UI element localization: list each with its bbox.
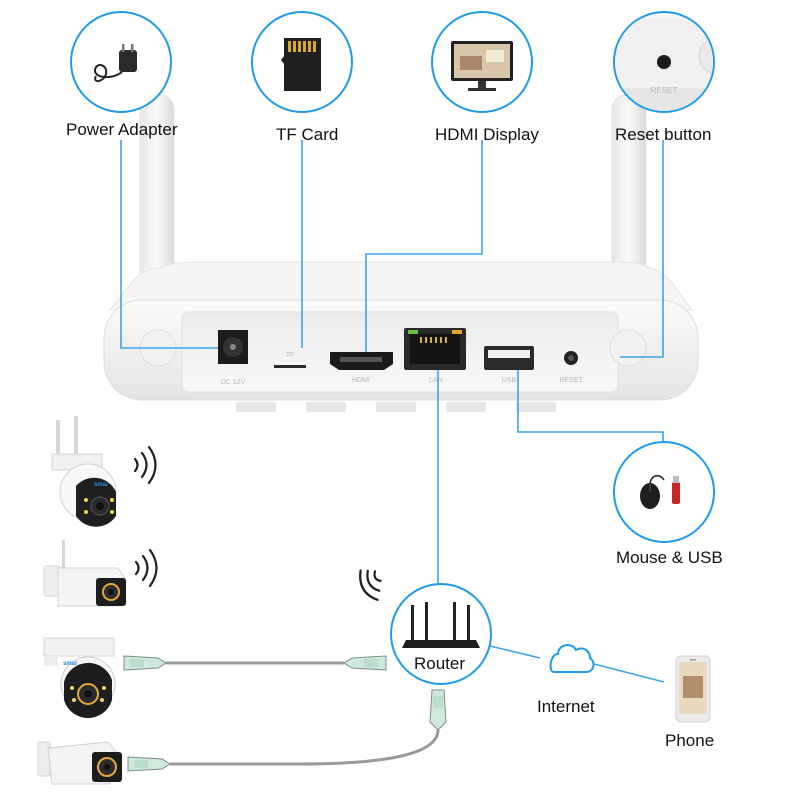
usb-line: [517, 370, 664, 448]
mouse-icon: [640, 475, 665, 509]
power-line: [120, 140, 218, 349]
router-label: Router: [414, 654, 466, 673]
ethernet-cable-1: [123, 655, 387, 671]
right-antenna-joint: [609, 329, 647, 367]
power-adapter-icon: [94, 44, 137, 82]
camera-1-brand: smar: [94, 482, 109, 488]
tf-slot[interactable]: [274, 365, 306, 368]
lan-port-label: LAN: [429, 377, 443, 384]
ptz-camera-2: [43, 637, 116, 718]
phone-icon: [675, 655, 711, 723]
camera-3-brand: smar: [63, 661, 78, 667]
power-adapter-label: Power Adapter: [66, 120, 178, 139]
router-internet-line: [489, 645, 541, 659]
reset-button-label: Reset button: [615, 125, 712, 144]
hdmi-port[interactable]: [330, 352, 393, 370]
bullet-camera-1: [43, 540, 127, 607]
monitor-icon: [451, 41, 513, 91]
ethernet-cable-2: [127, 689, 447, 772]
nvr-device: DC 12V TF HDMI LAN USB RESET: [103, 94, 699, 412]
internet-phone-line: [593, 663, 665, 683]
lan-port[interactable]: [404, 328, 466, 370]
usb-port-label: USB: [502, 377, 517, 384]
power-adapter-callout: [70, 11, 172, 113]
reset-hole[interactable]: [564, 351, 578, 365]
internet-label: Internet: [537, 697, 595, 716]
reset-callout-text: RESET: [651, 86, 678, 95]
tf-card-icon: [281, 38, 321, 91]
reset-hole-icon: [657, 55, 671, 69]
hdmi-display-callout: [431, 11, 533, 113]
reset-button-callout: RESET: [613, 11, 715, 113]
hdmi-display-label: HDMI Display: [435, 125, 539, 144]
router-icon: [402, 602, 480, 648]
usb-port[interactable]: [484, 346, 534, 370]
phone-label: Phone: [665, 731, 715, 750]
usb-stick-icon: [672, 476, 680, 504]
mouse-usb-label: Mouse & USB: [616, 548, 723, 567]
mouse-usb-callout: [613, 441, 715, 543]
router-callout: [390, 583, 492, 685]
hdmi-port-label: HDMI: [352, 377, 370, 384]
bullet-camera-2: [37, 741, 122, 785]
tf-card-callout: [251, 11, 353, 113]
ptz-camera-1: [51, 416, 117, 527]
tf-port-label: TF: [286, 352, 295, 359]
connection-lines: [120, 140, 665, 683]
reset-line: [620, 140, 664, 358]
tf-card-label: TF Card: [276, 125, 339, 144]
wifi-signal-icon: [133, 445, 382, 601]
dc-port[interactable]: [218, 330, 248, 364]
reset-port-label: RESET: [559, 377, 583, 384]
nvr-top: [108, 261, 693, 311]
dc-port-label: DC 12V: [221, 379, 246, 386]
cloud-icon: [549, 644, 595, 673]
hdmi-line: [365, 140, 483, 352]
